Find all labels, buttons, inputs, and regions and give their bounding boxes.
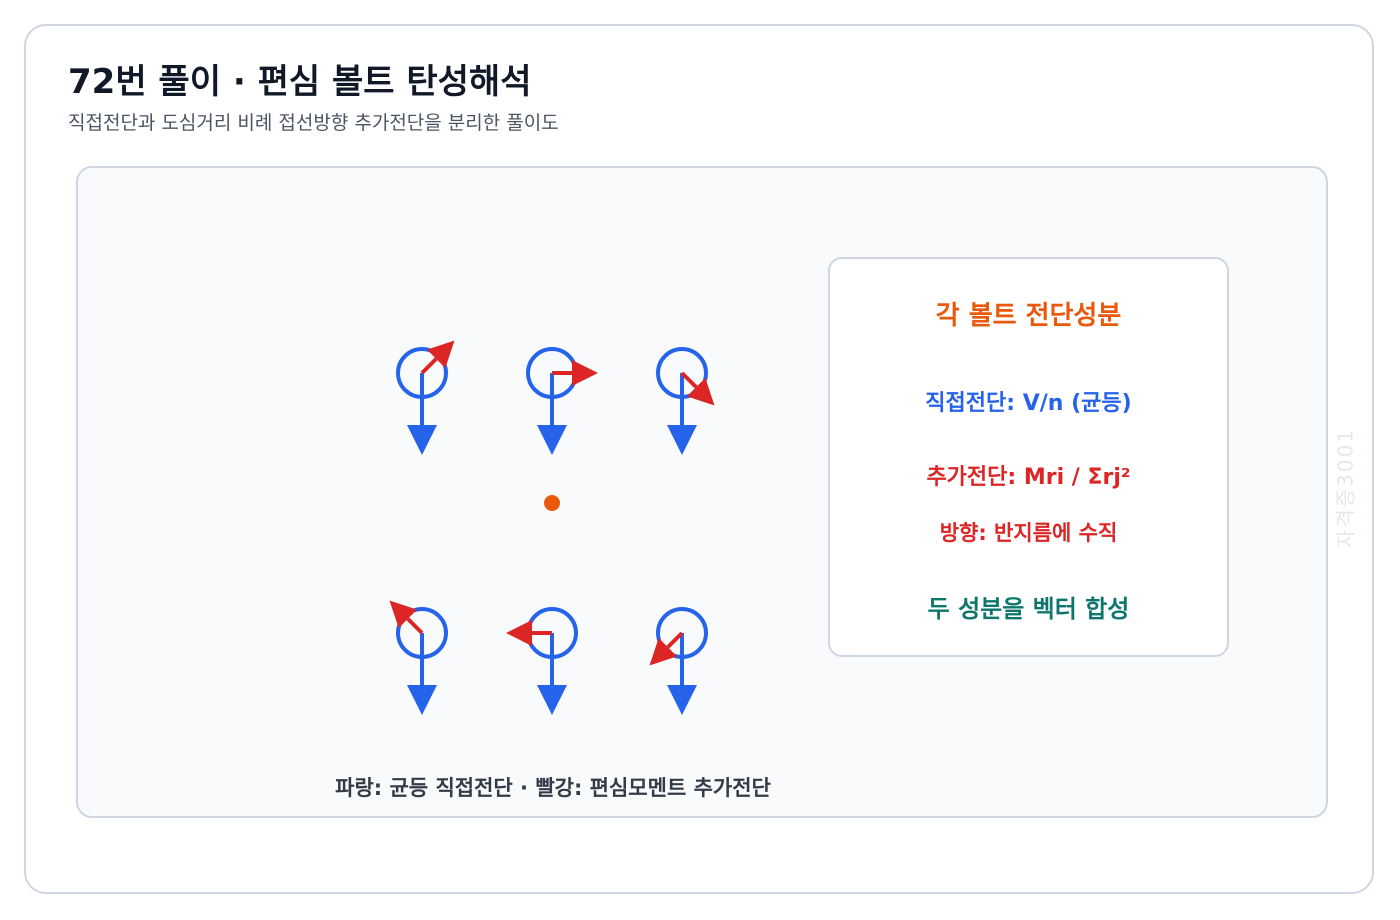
bolt-bottom-2-direct-shear-arrow-head [537, 685, 567, 715]
bolt-bottom-2-extra-shear-arrow-head [506, 620, 532, 646]
bolt-top-1-extra-shear-arrow-shaft [420, 357, 438, 375]
info-direct-shear: 직접전단: V/n (균등) [925, 391, 1132, 416]
bolt-bottom-3-extra-shear-arrow-shaft [666, 631, 684, 649]
diagram-panel: 파랑: 균등 직접전단 · 빨강: 편심모멘트 추가전단 각 볼트 전단성분 직… [76, 166, 1328, 818]
bolt-bottom-1-direct-shear-arrow-head [407, 685, 437, 715]
centroid-dot [544, 495, 560, 511]
bolt-bottom-3-direct-shear-arrow-head [667, 685, 697, 715]
bolt-top-3-direct-shear-arrow-head [667, 425, 697, 455]
watermark: 자격증3001 [1333, 427, 1358, 549]
bolt-bottom-1-extra-shear-arrow-shaft [406, 617, 424, 635]
bolt-bottom-1-extra-shear-arrow-head [389, 600, 418, 629]
bolt-top-2-extra-shear-arrow-head [572, 360, 598, 386]
bolt-group-diagram [389, 340, 715, 715]
solution-card: 72번 풀이 · 편심 볼트 탄성해석 직접전단과 도심거리 비례 접선방향 추… [24, 24, 1374, 894]
info-direction: 방향: 반지름에 수직 [939, 521, 1118, 545]
bolt-top-1-direct-shear-arrow-head [407, 425, 437, 455]
bolt-top-1-extra-shear-arrow-head [426, 340, 455, 369]
info-additional-shear: 추가전단: Mri / Σrj² [926, 465, 1131, 490]
bolt-top-2-direct-shear-arrow-head [537, 425, 567, 455]
info-heading: 각 볼트 전단성분 [935, 301, 1122, 331]
page-subtitle: 직접전단과 도심거리 비례 접선방향 추가전단을 분리한 풀이도 [68, 112, 559, 134]
info-vector-combine: 두 성분을 벡터 합성 [927, 595, 1130, 623]
shear-components-box: 각 볼트 전단성분 직접전단: V/n (균등) 추가전단: Mri / Σrj… [828, 257, 1229, 657]
bolt-bottom-3-extra-shear-arrow-head [649, 637, 678, 666]
diagram-legend: 파랑: 균등 직접전단 · 빨강: 편심모멘트 추가전단 [335, 776, 771, 800]
bolt-top-3-extra-shear-arrow-head [686, 377, 715, 406]
bolt-top-3-extra-shear-arrow-shaft [680, 371, 698, 389]
page-title: 72번 풀이 · 편심 볼트 탄성해석 [68, 62, 532, 102]
